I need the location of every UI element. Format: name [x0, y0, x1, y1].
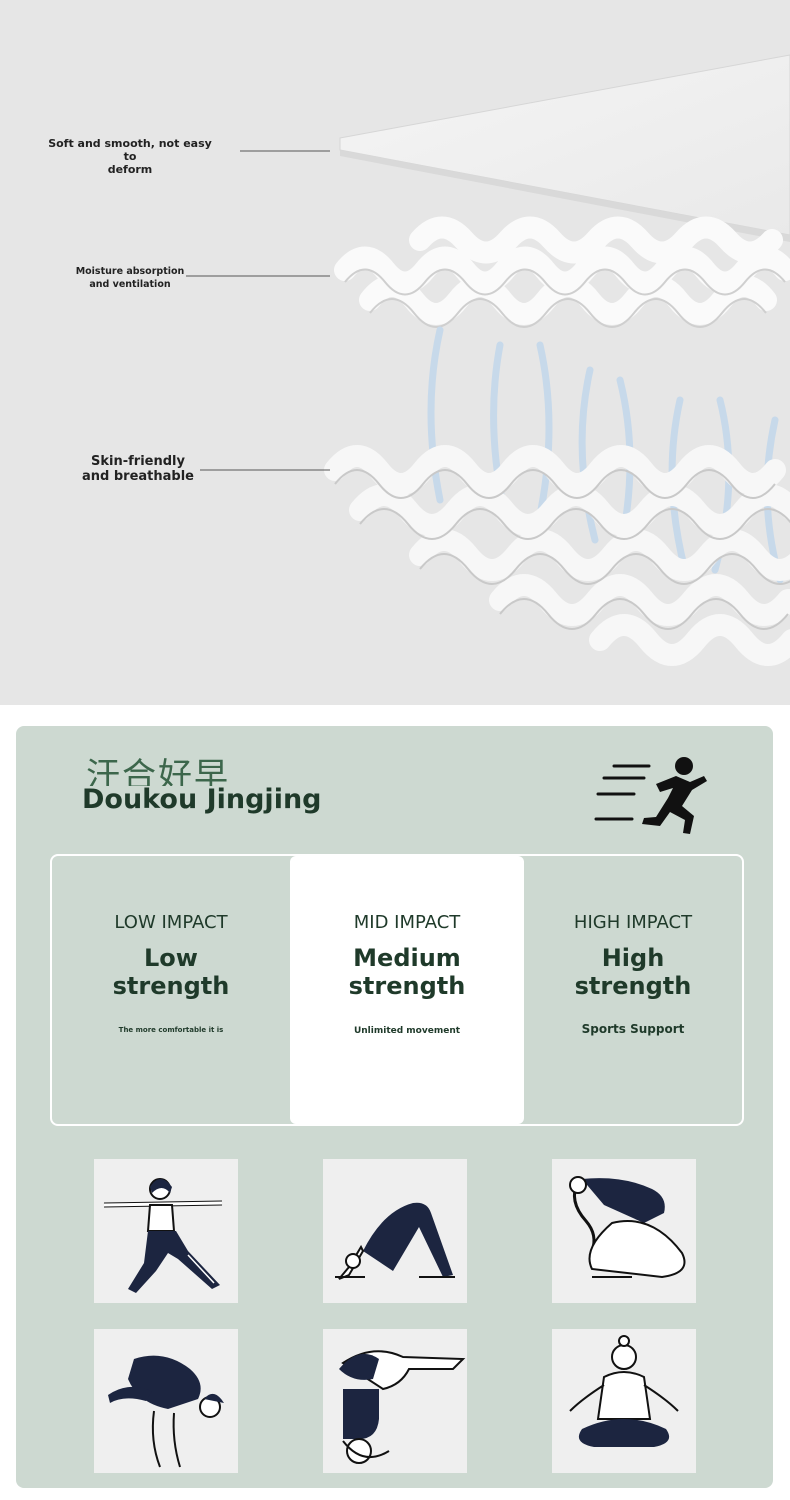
downward-dog-icon	[323, 1159, 467, 1303]
strength-word: Low	[144, 944, 198, 972]
lotus-meditation-icon	[552, 1329, 696, 1473]
impact-note: The more comfortable it is	[118, 1026, 224, 1034]
fabric-illustration-section: Soft and smooth, not easy to deform Mois…	[0, 0, 790, 705]
plow-pose-icon	[323, 1329, 467, 1473]
impact-column-low: LOW IMPACT Low strength The more comfort…	[52, 856, 290, 1124]
strength-word: strength	[574, 972, 692, 1000]
strength-word: Medium	[353, 944, 461, 972]
strength-title: Low strength	[52, 944, 290, 1000]
callout-text: and ventilation	[89, 279, 171, 290]
callout-soft-smooth: Soft and smooth, not easy to deform	[40, 137, 220, 176]
callout-text: Moisture absorption	[75, 266, 185, 277]
strength-word: strength	[112, 972, 230, 1000]
impact-column-high: HIGH IMPACT High strength Sports Support	[524, 856, 742, 1124]
impact-note: Unlimited movement	[353, 1026, 461, 1036]
brand-name: Doukou Jingjing	[82, 784, 322, 815]
strength-word: strength	[348, 972, 466, 1000]
impact-panel: 汗合好早 Doukou Jingjing LOW IMPACT Low stre…	[16, 726, 773, 1488]
strength-title: High strength	[524, 944, 742, 1000]
impact-level-label: HIGH IMPACT	[573, 912, 693, 933]
crow-pose-icon	[94, 1329, 238, 1473]
callout-moisture: Moisture absorption and ventilation	[70, 265, 190, 291]
callout-text: and breathable	[82, 469, 194, 484]
warrior-pose-icon	[94, 1159, 238, 1303]
impact-level-label: MID IMPACT	[353, 912, 461, 933]
brand-chinese-logo: 汗合好早	[86, 756, 230, 786]
callout-skin-friendly: Skin-friendly and breathable	[78, 454, 198, 484]
strength-word: High	[601, 944, 665, 972]
impact-note: Sports Support	[581, 1022, 685, 1036]
callout-text: Skin-friendly	[91, 454, 185, 469]
impact-column-mid: MID IMPACT Medium strength Unlimited mov…	[290, 856, 524, 1124]
callout-text: Soft and smooth, not easy to	[48, 137, 212, 163]
impact-level-label: LOW IMPACT	[114, 912, 228, 933]
impact-comparison-box: LOW IMPACT Low strength The more comfort…	[50, 854, 744, 1126]
runner-icon	[594, 757, 707, 834]
strength-title: Medium strength	[290, 944, 524, 1000]
king-pigeon-icon	[552, 1159, 696, 1303]
fabric-layers-illustration	[186, 54, 790, 666]
callout-text: deform	[107, 163, 153, 176]
